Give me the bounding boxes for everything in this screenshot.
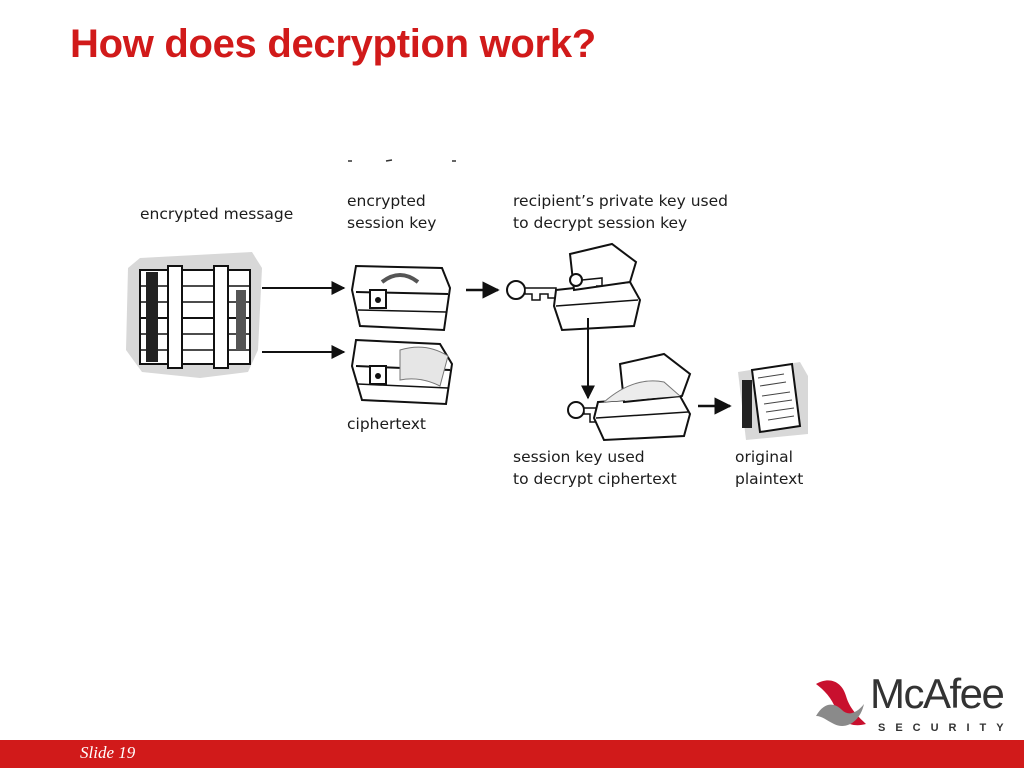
key-icon [506, 280, 557, 301]
open-briefcase-icon [552, 242, 642, 332]
open-briefcase-icon [592, 352, 692, 442]
logo-mark-icon [816, 680, 866, 726]
footer-bar: Slide 19 [0, 740, 1024, 768]
locked-briefcase-icon [350, 338, 454, 406]
label-line: session key used [513, 448, 645, 466]
cropped-marks [348, 159, 456, 162]
label-original-plaintext: original plaintext [735, 446, 803, 490]
label-encrypted-session-key: encrypted session key [347, 190, 436, 234]
label-session-key-used: session key used to decrypt ciphertext [513, 446, 677, 490]
label-line: to decrypt session key [513, 214, 688, 232]
label-line: to decrypt ciphertext [513, 470, 677, 488]
bundled-briefcases-icon [126, 252, 262, 378]
logo-tagline: SECURITY [878, 722, 1014, 734]
document-icon [738, 362, 808, 440]
label-ciphertext: ciphertext [347, 415, 426, 433]
label-line: encrypted [347, 192, 426, 210]
slide-number: Slide 19 [80, 743, 136, 762]
label-line: plaintext [735, 470, 804, 488]
label-line: original [735, 448, 793, 466]
label-line: session key [347, 214, 437, 232]
label-private-key: recipient’s private key used to decrypt … [513, 190, 728, 234]
logo-brand: McAfee [870, 670, 1005, 717]
slide-title: How does decryption work? [70, 22, 596, 66]
label-encrypted-message: encrypted message [140, 205, 294, 223]
locked-briefcase-icon [350, 264, 452, 332]
label-line: recipient’s private key used [513, 192, 728, 210]
decryption-diagram [126, 159, 808, 442]
mcafee-logo: McAfee SECURITY [812, 670, 1012, 740]
